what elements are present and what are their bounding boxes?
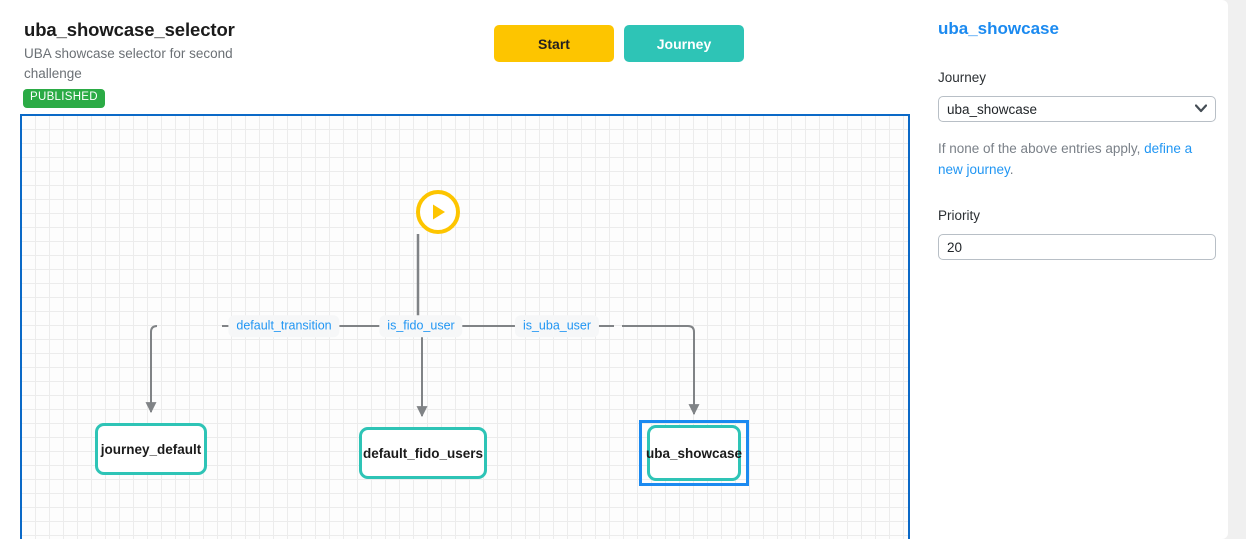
- edge-label-default-transition[interactable]: default_transition: [228, 315, 340, 337]
- journey-button[interactable]: Journey: [624, 25, 744, 62]
- play-icon: [433, 204, 445, 220]
- start-node[interactable]: [416, 190, 460, 234]
- journey-field-label: Journey: [938, 70, 987, 85]
- priority-field-label: Priority: [938, 208, 981, 223]
- journey-select[interactable]: uba_showcase: [938, 96, 1216, 122]
- help-text-suffix: .: [1009, 162, 1014, 177]
- graph-viewport: default_transition is_fido_user is_uba_u…: [22, 116, 908, 539]
- priority-input[interactable]: [938, 234, 1216, 260]
- status-badge: PUBLISHED: [23, 89, 105, 108]
- node-journey-default[interactable]: journey_default: [95, 423, 207, 475]
- edge-label-is-fido-user[interactable]: is_fido_user: [379, 315, 463, 337]
- node-default-fido-users[interactable]: default_fido_users: [359, 427, 487, 479]
- node-selection-outline: [639, 420, 749, 486]
- start-button[interactable]: Start: [494, 25, 614, 62]
- page-title: uba_showcase_selector: [24, 19, 235, 40]
- page-subtitle: UBA showcase selector for second challen…: [24, 46, 233, 81]
- journey-help-text: If none of the above entries apply, defi…: [938, 138, 1218, 180]
- define-new-journey-link[interactable]: define a new journey: [938, 141, 1193, 177]
- journey-graph-canvas[interactable]: default_transition is_fido_user is_uba_u…: [20, 114, 910, 539]
- help-text-prefix: If none of the above entries apply,: [938, 141, 1145, 156]
- panel-title: uba_showcase: [938, 19, 1059, 38]
- node-uba-showcase[interactable]: uba_showcase: [646, 425, 742, 481]
- edge-label-is-uba-user[interactable]: is_uba_user: [514, 315, 600, 337]
- journey-select-wrapper: uba_showcase: [938, 96, 1216, 122]
